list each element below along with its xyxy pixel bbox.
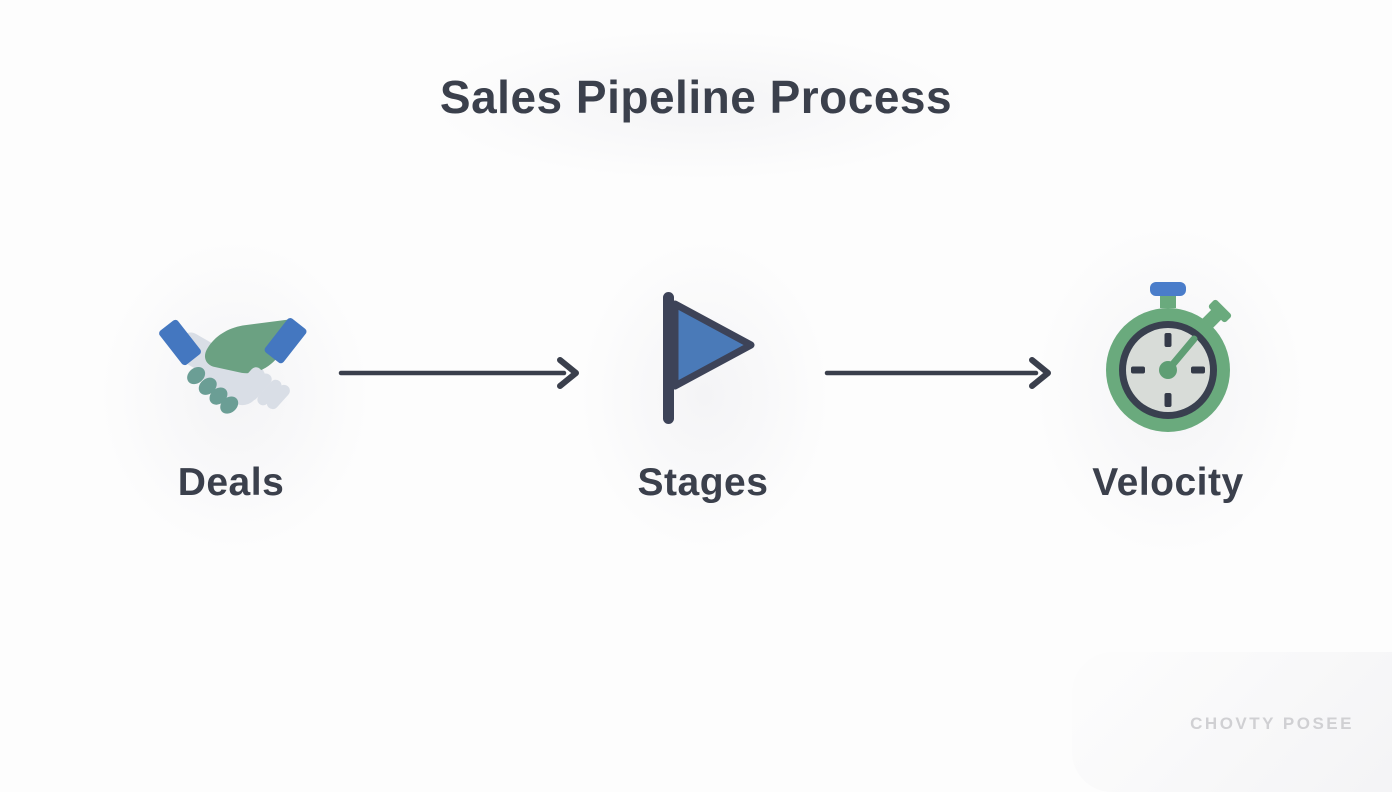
step-deals: Deals <box>91 263 371 505</box>
velocity-icon-box <box>1101 263 1236 455</box>
watermark-text: CHOVTY POSEE <box>1190 714 1354 733</box>
diagram-canvas: Sales Pipeline Process <box>91 30 1392 792</box>
stages-icon-box <box>641 263 765 455</box>
step-label-deals: Deals <box>177 461 285 504</box>
arrow-right-icon <box>338 357 579 389</box>
deals-icon-box <box>155 263 307 455</box>
stopwatch-icon <box>1105 281 1231 432</box>
handshake-icon <box>159 318 307 414</box>
step-velocity: Velocity <box>1028 263 1308 505</box>
step-label-stages: Stages <box>637 461 769 504</box>
step-stages: Stages <box>563 263 843 505</box>
flag-icon <box>663 292 755 424</box>
arrow-right-icon <box>824 357 1051 389</box>
page-title: Sales Pipeline Process <box>439 71 953 123</box>
step-label-velocity: Velocity <box>1092 461 1244 504</box>
